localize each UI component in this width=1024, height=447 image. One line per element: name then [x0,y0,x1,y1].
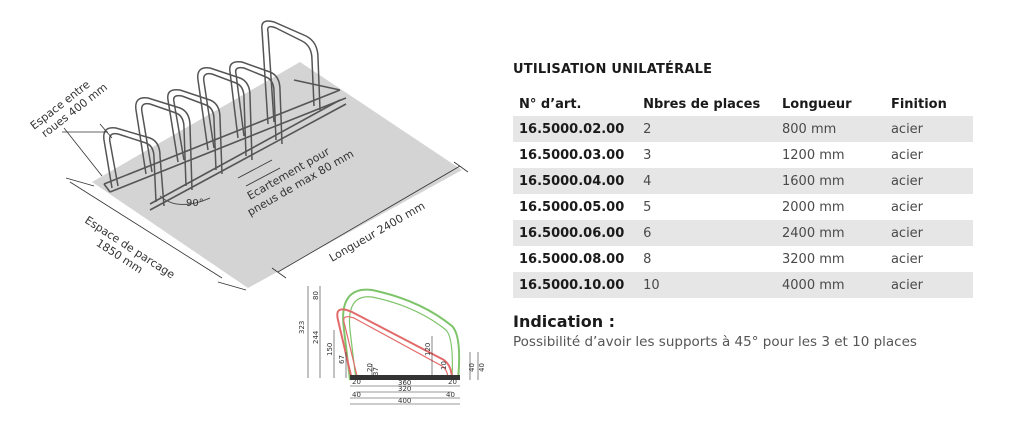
cell-finition: acier [884,116,973,142]
table-row: 16.5000.03.00 3 1200 mm acier [513,142,973,168]
cell-art: 16.5000.06.00 [513,220,638,246]
cell-finition: acier [884,272,973,298]
cell-places: 5 [643,199,652,215]
dim-40-left: 40 [352,391,361,399]
table-row: 16.5000.10.00 10 4000 mm acier [513,272,973,298]
indication-text: Possibilité d’avoir les supports à 45° p… [513,334,917,350]
header-longueur: Longueur [782,96,852,112]
cell-art: 16.5000.02.00 [513,116,638,142]
dim-40-right: 40 [446,391,455,399]
cell-finition: acier [884,168,973,194]
cell-finition: acier [890,199,924,215]
rack-base [103,79,347,211]
dim-20-left: 20 [352,378,361,386]
header-places: Nbres de places [643,96,761,112]
dim-150: 150 [326,343,334,356]
cell-art: 16.5000.05.00 [519,199,625,215]
header-finition: Finition [890,96,947,112]
table-row: 16.5000.04.00 4 1600 mm acier [513,168,973,194]
table-row: 16.5000.06.00 6 2400 mm acier [513,220,973,246]
cell-longueur: 1200 mm [782,147,845,163]
cell-places: 3 [643,147,652,163]
cell-places: 6 [637,220,777,246]
cell-places: 2 [637,116,777,142]
cell-longueur: 4000 mm [776,272,885,298]
header-art: N° d’art. [519,96,582,112]
section-title: UTILISATION UNILATÉRALE [513,62,713,77]
dim-10: 10 [440,361,448,370]
cell-places: 10 [637,272,777,298]
table-row: 16.5000.05.00 5 2000 mm acier [513,194,973,220]
cell-art: 16.5000.03.00 [519,147,625,163]
dim-120: 120 [424,343,432,356]
dim-400: 400 [398,397,411,405]
cell-longueur: 800 mm [776,116,885,142]
cell-places: 4 [637,168,777,194]
cell-art: 16.5000.04.00 [513,168,638,194]
dim-323: 323 [298,321,306,334]
cell-longueur: 3200 mm [782,251,845,267]
table-header-row: N° d’art. Nbres de places Longueur Finit… [513,92,973,116]
dim-40-right-b: 40 [478,363,486,372]
angle-label: 90° [186,198,204,209]
section-drawing: 80 323 244 150 67 37 120 10 20 40 40 20 … [298,286,486,405]
table-row: 16.5000.08.00 8 3200 mm acier [513,246,973,272]
dim-80: 80 [312,291,320,300]
spec-table: N° d’art. Nbres de places Longueur Finit… [513,92,973,298]
dim-320: 320 [398,385,411,393]
dim-40-right-a: 40 [468,363,476,372]
cell-art: 16.5000.10.00 [513,272,638,298]
cell-finition: acier [890,251,924,267]
dim-244: 244 [312,330,320,344]
cell-longueur: 2000 mm [782,199,845,215]
parking-area [92,62,462,288]
cell-longueur: 1600 mm [776,168,885,194]
product-drawing: 90° Espace entre roues 400 mm Espace de … [28,20,486,405]
dim-360: 360 [398,379,411,387]
cell-longueur: 2400 mm [776,220,885,246]
rack-hoops [103,20,321,207]
dim-37: 37 [372,367,380,376]
cell-art: 16.5000.08.00 [519,251,625,267]
cell-finition: acier [890,147,924,163]
cell-places: 8 [643,251,652,267]
dim-67: 67 [338,355,346,364]
dim-20-mid: 20 [366,363,374,372]
indication-title: Indication : [513,312,616,331]
table-row: 16.5000.02.00 2 800 mm acier [513,116,973,142]
cell-finition: acier [884,220,973,246]
dim-20-right: 20 [448,378,457,386]
